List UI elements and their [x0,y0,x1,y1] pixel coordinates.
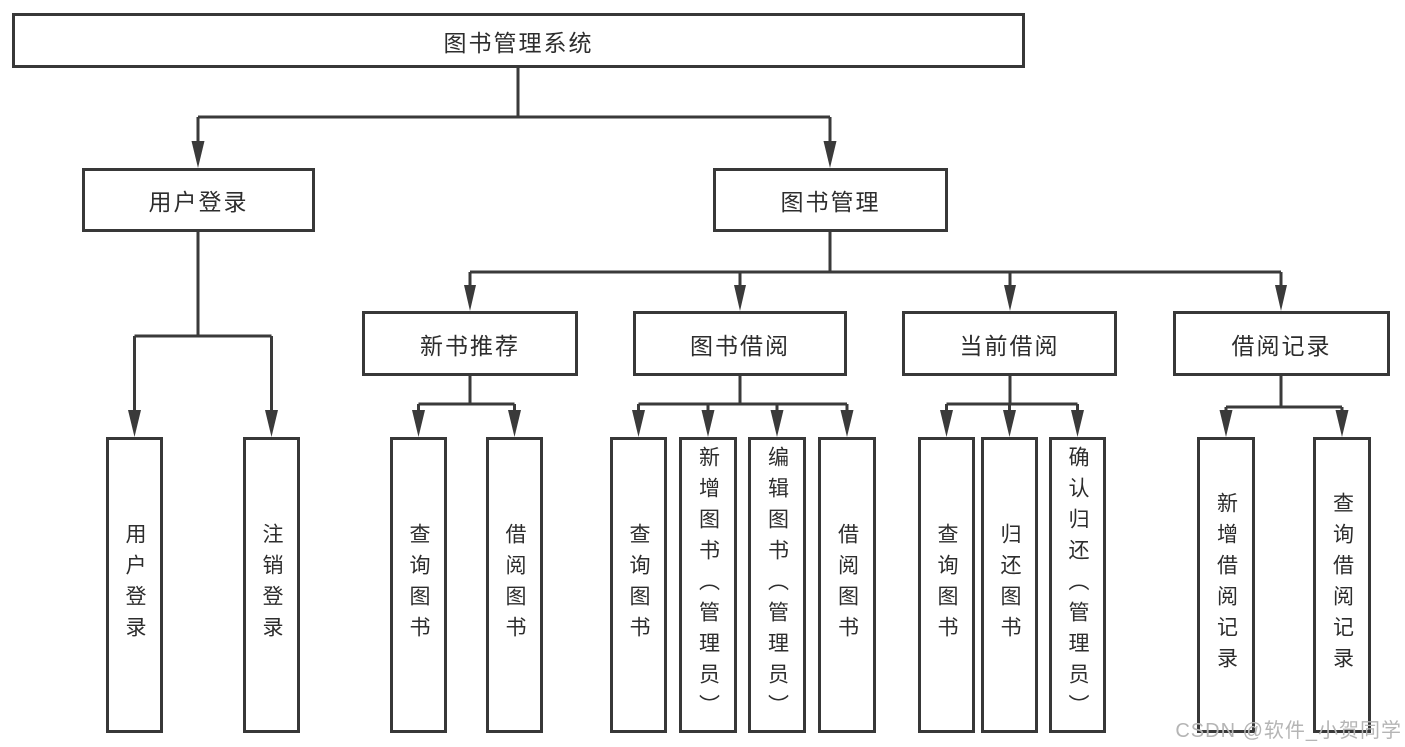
node-label: 新增图书（管理员） [696,445,720,725]
node-book-management: 图书管理 [713,168,948,232]
arrowhead-icon [632,410,645,437]
arrowhead-icon [1004,285,1016,311]
node-label: 用户登录 [123,523,146,647]
node-current-borrowing: 当前借阅 [902,311,1117,376]
node-label: 图书管理系统 [443,29,594,56]
leaf-add-book-admin: 新增图书（管理员） [679,437,737,733]
arrowhead-icon [701,410,715,437]
leaf-query-borrow-record: 查询借阅记录 [1313,437,1371,733]
node-label: 借阅图书 [503,523,526,647]
arrowhead-icon [191,141,205,168]
node-label: 归还图书 [998,523,1021,647]
leaf-borrow-books-recommend: 借阅图书 [486,437,543,733]
node-new-book-recommendation: 新书推荐 [362,311,578,376]
node-label: 确认归还（管理员） [1066,445,1089,725]
leaf-confirm-return-admin: 确认归还（管理员） [1049,437,1106,733]
leaf-logout: 注销登录 [243,437,300,733]
node-borrowing-records: 借阅记录 [1173,311,1390,376]
node-label: 图书借阅 [690,332,790,359]
arrowhead-icon [840,410,854,437]
node-label: 图书管理 [780,189,881,215]
connector-current-borrowing [945,376,1079,413]
arrowhead-icon [412,410,425,437]
connector-book-management [468,232,1283,287]
arrowhead-icon [734,285,746,311]
node-label: 借阅图书 [835,523,859,647]
node-label: 借阅记录 [1231,332,1332,359]
node-label: 新书推荐 [420,332,520,359]
leaf-query-books-current: 查询图书 [918,437,975,733]
arrowhead-icon [464,285,476,311]
node-library-system: 图书管理系统 [12,13,1025,68]
leaf-add-borrow-record: 新增借阅记录 [1197,437,1255,733]
arrowhead-icon [128,410,141,437]
leaf-query-books-borrow: 查询图书 [610,437,667,733]
connector-user-login [133,232,273,411]
connector-new-book [417,376,516,413]
arrowhead-icon [508,410,521,437]
node-label: 当前借阅 [959,332,1060,359]
node-label: 查询图书 [627,523,650,647]
leaf-query-books-recommend: 查询图书 [390,437,447,733]
arrowhead-icon [1275,285,1287,311]
node-label: 用户登录 [148,189,249,215]
csdn-watermark: CSDN @软件_小贺同学 [1175,720,1402,742]
arrowhead-icon [265,410,278,437]
arrowhead-icon [940,410,953,437]
leaf-return-books: 归还图书 [981,437,1038,733]
node-label: 注销登录 [260,523,283,647]
node-label: 查询图书 [935,523,958,647]
leaf-edit-book-admin: 编辑图书（管理员） [748,437,806,733]
arrowhead-icon [1219,410,1233,437]
node-label: 编辑图书（管理员） [765,445,789,725]
arrowhead-icon [770,410,784,437]
node-label: 新增借阅记录 [1214,492,1238,678]
node-user-login: 用户登录 [82,168,315,232]
arrowhead-icon [823,141,837,168]
connector-book-borrowing [637,376,849,413]
node-book-borrowing: 图书借阅 [633,311,847,376]
node-label: 查询借阅记录 [1330,492,1354,678]
node-label: 查询图书 [407,523,430,647]
leaf-user-login: 用户登录 [106,437,163,733]
connector-root [196,68,832,143]
arrowhead-icon [1003,410,1016,437]
connector-borrowing-records [1224,376,1344,413]
leaf-borrow-books-borrow: 借阅图书 [818,437,876,733]
arrowhead-icon [1071,410,1084,437]
arrowheads [128,141,1349,437]
arrowhead-icon [1335,410,1349,437]
